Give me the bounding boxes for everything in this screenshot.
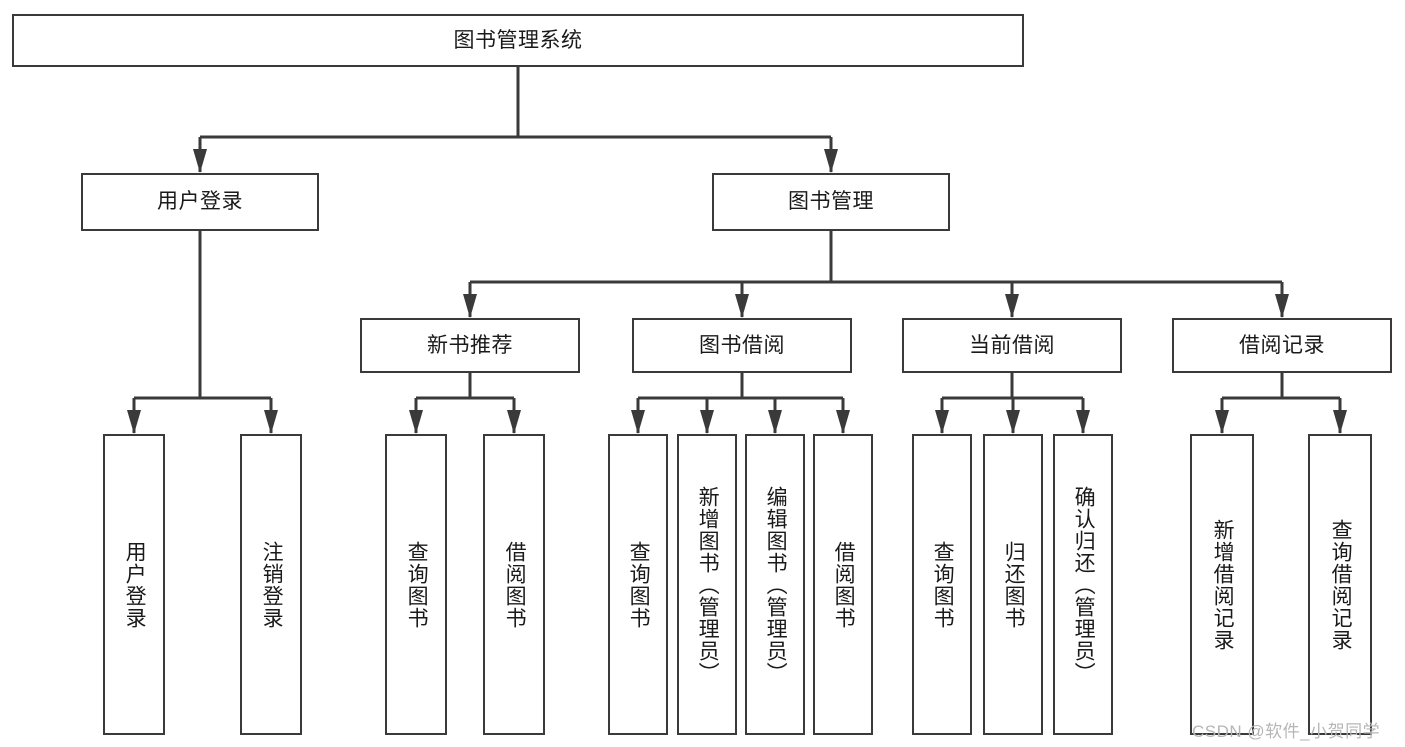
node-label: 图书借阅 (699, 333, 785, 357)
node-label: 查询借阅记录 (1329, 518, 1353, 651)
arrowhead-icon (463, 294, 477, 318)
node-leaf-rec-query[interactable]: 查询图书 (385, 434, 447, 735)
arrowhead-icon (935, 410, 949, 434)
arrowhead-icon (1333, 410, 1347, 434)
node-label: 图书管理 (788, 190, 874, 214)
node-root[interactable]: 图书管理系统 (12, 14, 1024, 67)
node-borrow-record[interactable]: 借阅记录 (1172, 318, 1392, 373)
node-label: 注销登录 (260, 540, 284, 629)
node-label: 借阅记录 (1239, 333, 1325, 357)
arrowhead-icon (1005, 294, 1019, 318)
arrowhead-icon (631, 410, 645, 434)
node-label: 当前借阅 (969, 333, 1055, 357)
node-new-book-rec[interactable]: 新书推荐 (360, 318, 580, 373)
node-label: 确认归还（管理员） (1072, 485, 1096, 684)
node-leaf-cb-confirm[interactable]: 确认归还（管理员） (1053, 434, 1113, 735)
node-label: 查询图书 (931, 540, 955, 629)
arrowhead-icon (127, 410, 141, 434)
csdn-watermark: CSDN @软件_小贺同学 (1192, 722, 1381, 741)
node-label: 新书推荐 (427, 333, 513, 357)
arrowhead-icon (507, 410, 521, 434)
node-book-borrow[interactable]: 图书借阅 (632, 318, 852, 373)
arrowhead-icon (735, 294, 749, 318)
node-label: 编辑图书（管理员） (764, 485, 788, 684)
arrowhead-icon (824, 149, 838, 173)
arrowhead-icon (700, 410, 714, 434)
node-label: 用户登录 (123, 540, 147, 629)
node-leaf-bb-query[interactable]: 查询图书 (608, 434, 668, 735)
node-label: 查询图书 (627, 540, 651, 629)
node-leaf-user-logout[interactable]: 注销登录 (240, 434, 302, 735)
node-label: 新增借阅记录 (1211, 518, 1235, 651)
node-label: 用户登录 (157, 190, 243, 214)
node-user-login[interactable]: 用户登录 (81, 173, 319, 231)
node-leaf-br-query[interactable]: 查询借阅记录 (1308, 434, 1372, 735)
node-leaf-cb-query[interactable]: 查询图书 (912, 434, 972, 735)
node-label: 图书管理系统 (453, 28, 583, 52)
arrowhead-icon (768, 410, 782, 434)
arrowhead-icon (836, 410, 850, 434)
node-leaf-user-login[interactable]: 用户登录 (103, 434, 165, 735)
arrowhead-icon (1006, 410, 1020, 434)
arrowhead-icon (1215, 410, 1229, 434)
arrowhead-icon (409, 410, 423, 434)
node-book-manage[interactable]: 图书管理 (712, 173, 950, 231)
node-leaf-bb-edit[interactable]: 编辑图书（管理员） (745, 434, 805, 735)
node-label: 借阅图书 (503, 540, 527, 629)
arrowhead-icon (193, 149, 207, 173)
node-leaf-br-add[interactable]: 新增借阅记录 (1190, 434, 1254, 735)
node-leaf-cb-return[interactable]: 归还图书 (983, 434, 1043, 735)
node-leaf-rec-borrow[interactable]: 借阅图书 (483, 434, 545, 735)
arrowhead-icon (1076, 410, 1090, 434)
node-label: 新增图书（管理员） (696, 485, 720, 684)
arrowhead-icon (1275, 294, 1289, 318)
node-leaf-bb-add[interactable]: 新增图书（管理员） (677, 434, 737, 735)
node-current-borrow[interactable]: 当前借阅 (902, 318, 1122, 373)
node-label: 借阅图书 (832, 540, 856, 629)
arrowhead-icon (264, 410, 278, 434)
node-label: 归还图书 (1002, 540, 1026, 629)
node-leaf-bb-borrow[interactable]: 借阅图书 (813, 434, 873, 735)
node-label: 查询图书 (405, 540, 429, 629)
